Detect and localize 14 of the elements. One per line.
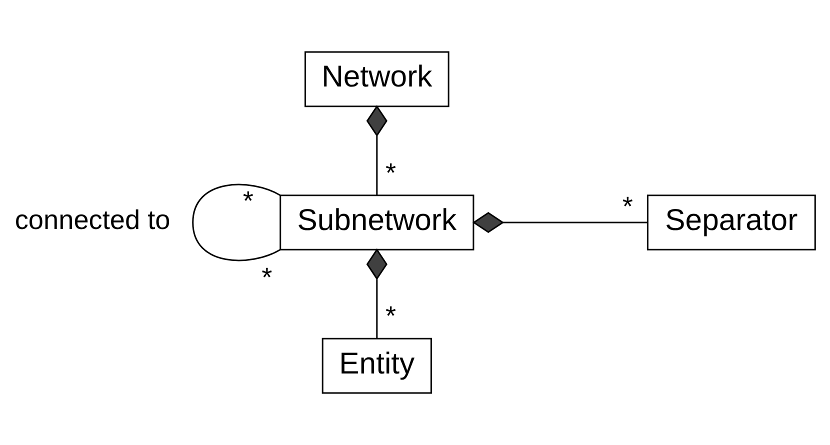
edge-label: connected to [14, 204, 170, 236]
node-box: Entity [322, 338, 432, 394]
edge-label: * [385, 300, 396, 332]
edge-label: * [622, 190, 633, 222]
node-box: Subnetwork [280, 194, 474, 250]
node-box: Network [304, 51, 450, 108]
node-box: Separator [646, 194, 816, 250]
label: * [242, 184, 254, 216]
label: * [262, 262, 272, 293]
connector [472, 212, 648, 234]
connector [366, 105, 388, 195]
edge-label: * [385, 156, 396, 188]
connector [192, 184, 281, 262]
connector [366, 248, 388, 338]
